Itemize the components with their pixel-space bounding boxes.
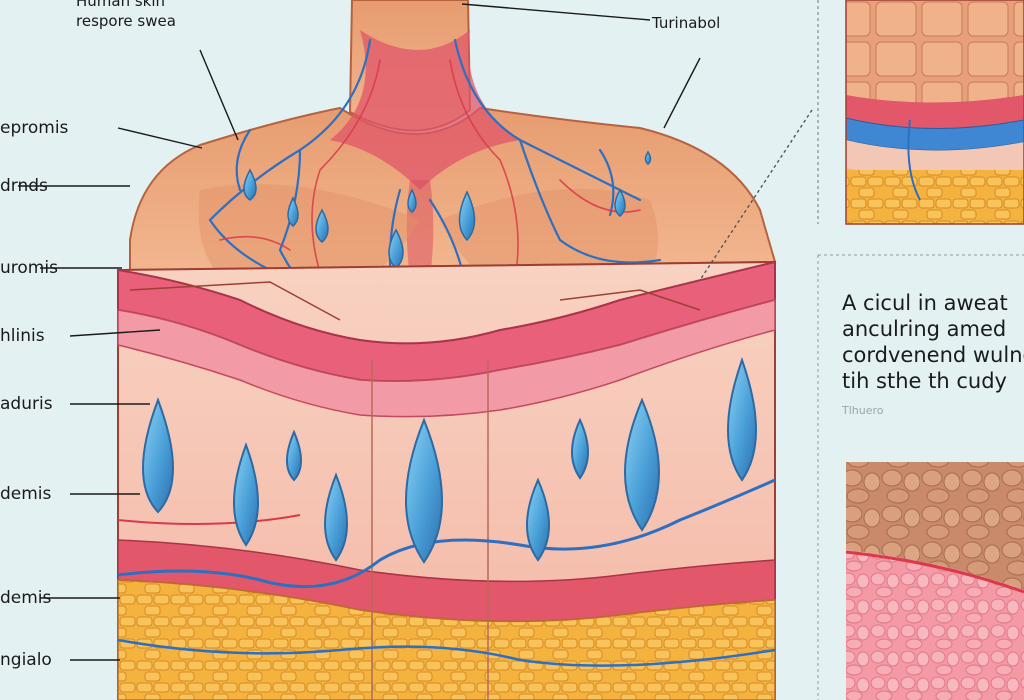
- label-left-5: aduris: [0, 394, 53, 414]
- label-top-right: Turinabol: [652, 14, 721, 32]
- inset-top: [845, 0, 1024, 225]
- label-left-4: hlinis: [0, 326, 45, 346]
- label-top-left-1: Human skin: [76, 0, 166, 10]
- caption-line-4: tih sthe th cudy: [842, 369, 1007, 393]
- label-left-3: uromis: [0, 258, 58, 278]
- leader-lines: [18, 3, 813, 661]
- torso-sweat-drops: [243, 150, 652, 269]
- caption-line-3: cordvenend wulnd: [842, 343, 1024, 367]
- label-left-6: demis: [0, 484, 52, 504]
- label-left-2: drnds: [0, 176, 48, 196]
- label-left-8: ngialo: [0, 650, 52, 670]
- label-left-7: demis: [0, 588, 52, 608]
- caption-sub: Tlhuero: [842, 404, 884, 417]
- skin-cross-section: [117, 260, 776, 700]
- caption-block: A cicul in awеat anculring amed cordvene…: [842, 290, 1024, 394]
- sweat-glands: [142, 356, 757, 564]
- caption-line-1: A cicul in awеat: [842, 291, 1008, 315]
- label-top-left-2: respore swea: [76, 12, 176, 30]
- inset-bottom: [845, 462, 1024, 700]
- caption-line-2: anculring amed: [842, 317, 1007, 341]
- label-left-1: epromis: [0, 118, 69, 138]
